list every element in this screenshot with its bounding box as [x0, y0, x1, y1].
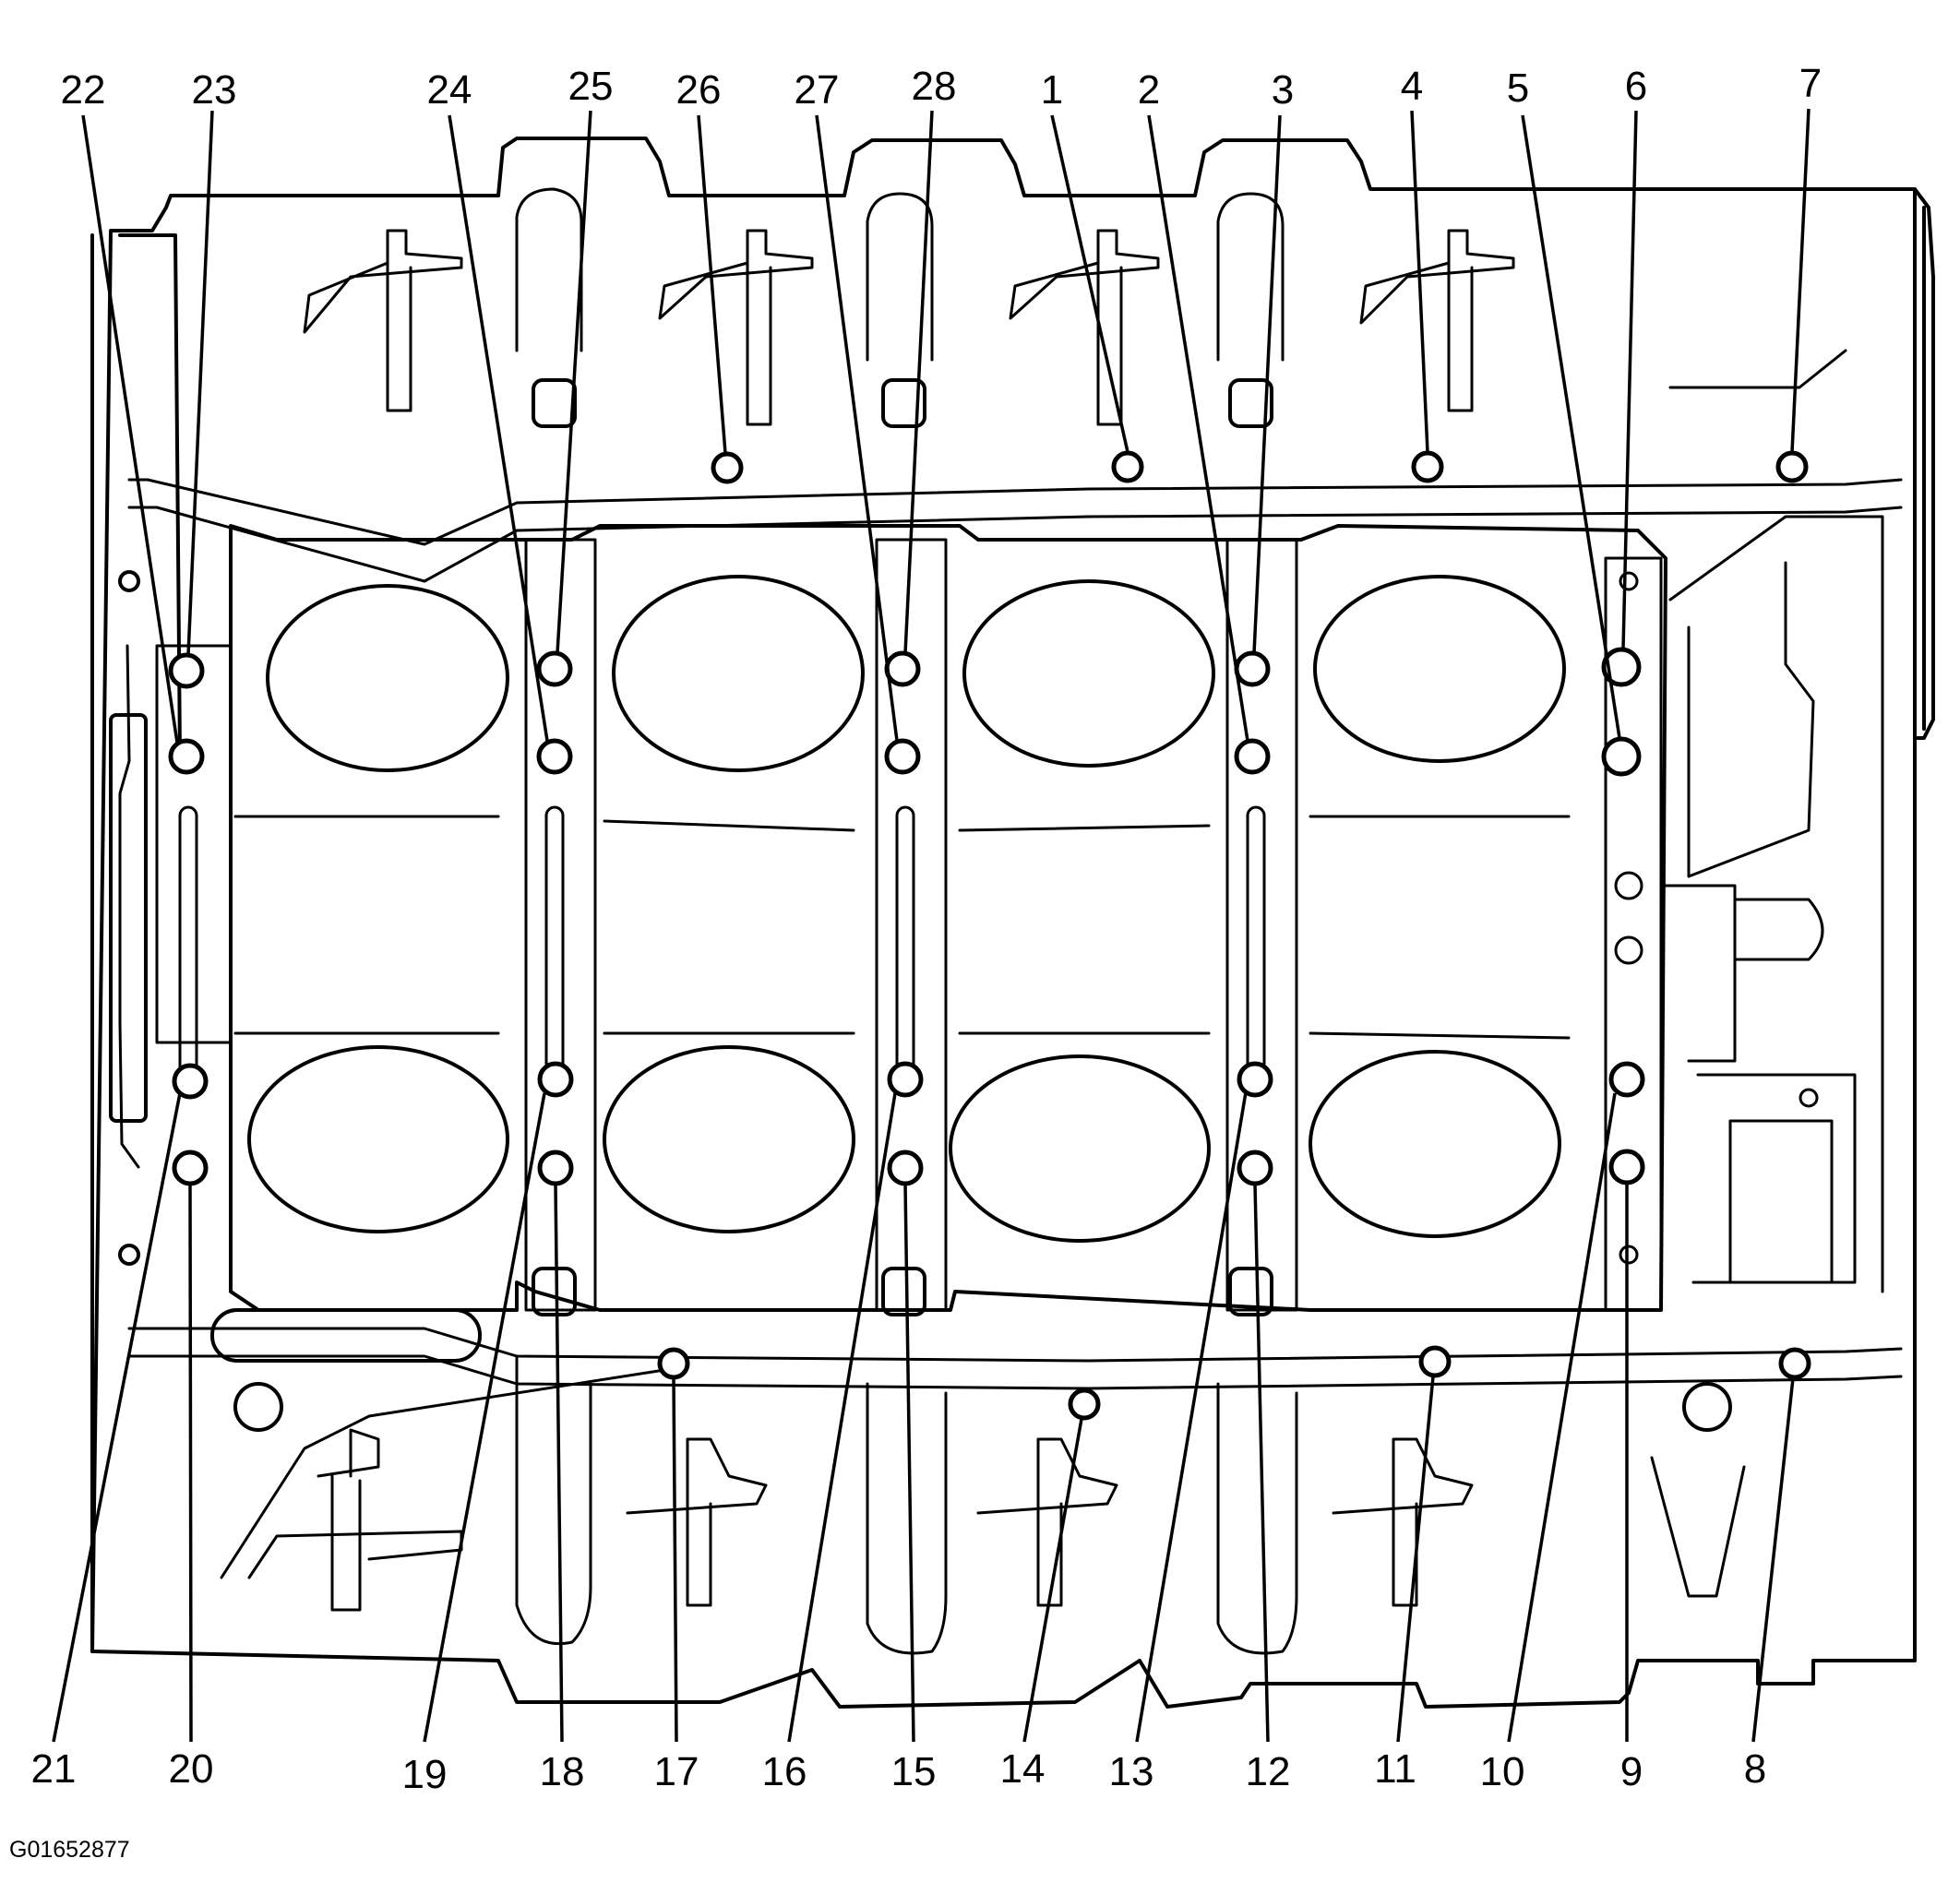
callout-label-3: 3: [1272, 67, 1294, 113]
bolt-20: [172, 1150, 209, 1186]
bolt-27: [884, 738, 921, 775]
callout-label-27: 27: [795, 67, 840, 113]
callout-label-26: 26: [676, 67, 722, 113]
bolt-13: [1237, 1061, 1273, 1098]
callout-label-11: 11: [1374, 1746, 1416, 1792]
leader-21: [52, 1092, 182, 1743]
callout-label-4: 4: [1401, 64, 1423, 109]
bolt-1: [1111, 450, 1144, 483]
callout-label-9: 9: [1620, 1749, 1643, 1794]
leader-11: [1396, 1376, 1435, 1743]
bolt-15: [887, 1150, 924, 1186]
callout-label-17: 17: [654, 1749, 699, 1794]
leader-5: [1521, 114, 1621, 739]
leader-8: [1751, 1377, 1795, 1743]
bolt-11: [1418, 1345, 1452, 1378]
callout-label-20: 20: [169, 1746, 214, 1792]
engine-block-outline: [90, 137, 1935, 1709]
bolt-7: [1775, 450, 1809, 483]
bolt-5: [1601, 736, 1642, 777]
leader-23: [186, 110, 214, 656]
callout-label-5: 5: [1507, 66, 1529, 111]
callout-label-18: 18: [540, 1749, 585, 1794]
callout-labels: 1 2 3 4 5 6 7 8 9 10 11 12 13 14 15 16 1…: [31, 61, 1823, 1797]
leader-4: [1410, 110, 1429, 453]
leader-19: [423, 1092, 546, 1743]
leader-2: [1147, 114, 1249, 742]
callout-label-25: 25: [568, 64, 614, 109]
callout-label-24: 24: [427, 67, 472, 113]
callout-label-23: 23: [192, 67, 237, 113]
bolt-26: [711, 451, 744, 484]
bolt-28: [884, 650, 921, 687]
callout-label-13: 13: [1109, 1749, 1154, 1794]
leader-7: [1790, 108, 1811, 453]
bolt-19: [537, 1061, 574, 1098]
leader-6: [1621, 110, 1638, 649]
bolt-10: [1608, 1061, 1645, 1098]
callout-label-14: 14: [1000, 1746, 1046, 1792]
leader-25: [556, 110, 592, 654]
leader-20: [188, 1184, 193, 1743]
bolt-18: [537, 1150, 574, 1186]
callout-label-22: 22: [61, 67, 106, 113]
bolt-17: [657, 1347, 690, 1380]
bolt-holes: [168, 450, 1811, 1421]
callout-label-21: 21: [31, 1746, 77, 1792]
figure-id: G01652877: [9, 1837, 130, 1863]
leader-12: [1253, 1184, 1270, 1743]
bolt-12: [1237, 1150, 1273, 1186]
bolt-2: [1234, 738, 1271, 775]
bolt-6: [1601, 647, 1642, 687]
callout-label-2: 2: [1138, 67, 1160, 113]
leader-10: [1507, 1092, 1617, 1743]
callout-label-10: 10: [1480, 1749, 1525, 1794]
callout-label-12: 12: [1246, 1749, 1291, 1794]
callout-label-16: 16: [762, 1749, 807, 1794]
bolt-22: [168, 738, 205, 775]
leader-14: [1022, 1418, 1083, 1743]
leader-16: [787, 1092, 897, 1743]
bolt-14: [1068, 1388, 1101, 1421]
leader-26: [697, 114, 727, 454]
bolt-24: [536, 738, 573, 775]
leader-17: [672, 1377, 678, 1743]
callout-label-7: 7: [1799, 61, 1822, 106]
callout-label-1: 1: [1041, 67, 1063, 113]
leader-3: [1252, 114, 1282, 654]
leader-24: [448, 114, 549, 742]
leader-13: [1135, 1091, 1248, 1743]
callout-label-15: 15: [891, 1749, 937, 1794]
bolt-9: [1608, 1149, 1645, 1185]
leader-lines: [52, 108, 1811, 1743]
leader-15: [903, 1184, 915, 1743]
bolt-23: [168, 652, 205, 689]
bolt-4: [1411, 450, 1444, 483]
bolt-25: [536, 650, 573, 687]
callout-label-19: 19: [402, 1752, 448, 1797]
bolt-8: [1778, 1347, 1811, 1380]
bolt-21: [172, 1063, 209, 1100]
leader-18: [554, 1184, 564, 1743]
callout-label-8: 8: [1744, 1746, 1766, 1792]
leader-27: [815, 114, 899, 742]
bolt-3: [1234, 650, 1271, 687]
callout-label-28: 28: [912, 64, 957, 109]
leader-28: [903, 110, 934, 654]
leader-22: [81, 114, 179, 744]
callout-label-6: 6: [1625, 64, 1647, 109]
leader-1: [1050, 114, 1129, 453]
bolt-16: [887, 1061, 924, 1098]
